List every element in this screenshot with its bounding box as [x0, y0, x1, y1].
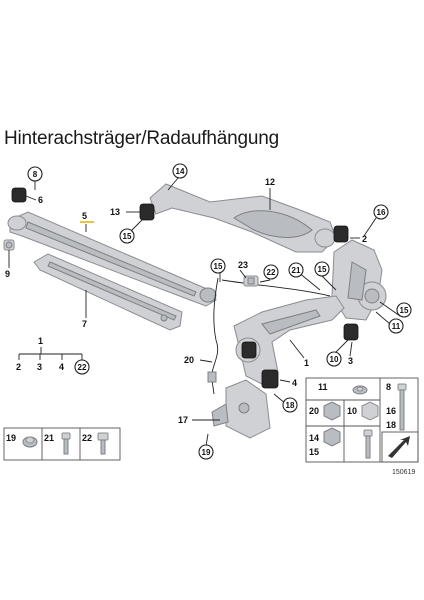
label-1: 1	[304, 358, 309, 368]
svg-text:18: 18	[286, 401, 295, 410]
svg-text:15: 15	[123, 232, 132, 241]
bushing-wishbone	[241, 341, 257, 359]
clip-23	[243, 275, 259, 287]
circled-label-18: 18	[282, 397, 298, 413]
label-6: 6	[38, 195, 43, 205]
circled-label-16: 16	[373, 204, 389, 220]
svg-text:8: 8	[386, 382, 391, 392]
lateral-link-5	[7, 211, 217, 307]
circled-label-11: 11	[388, 318, 404, 334]
bracket-17	[211, 379, 271, 439]
circled-label-15-a: 15	[119, 228, 135, 244]
wheel-carrier	[331, 239, 387, 321]
wishbone-1	[233, 295, 345, 385]
label-2: 2	[362, 234, 367, 244]
bushing-4	[261, 369, 279, 389]
svg-text:10: 10	[347, 406, 357, 416]
label-7: 7	[82, 319, 87, 329]
diagram-id: 150619	[392, 469, 415, 476]
circled-label-15-d: 15	[396, 302, 412, 318]
circled-label-22: 22	[263, 264, 279, 280]
circled-label-10: 10	[326, 351, 342, 367]
svg-text:4: 4	[59, 362, 64, 372]
label-3: 3	[348, 356, 353, 366]
svg-text:16: 16	[386, 406, 396, 416]
fastener-box-left: 19 21 22	[3, 427, 121, 461]
page-title: Hinterachsträger/Radaufhängung	[4, 128, 279, 149]
bushing-2	[333, 225, 349, 243]
label-13: 13	[110, 207, 120, 217]
leader-lines	[8, 177, 401, 447]
svg-text:16: 16	[377, 208, 386, 217]
svg-text:18: 18	[386, 420, 396, 430]
svg-text:21: 21	[292, 266, 301, 275]
bushing-3	[343, 323, 359, 341]
svg-text:19: 19	[202, 448, 211, 457]
circled-label-19: 19	[198, 444, 214, 460]
bushing-13	[139, 203, 155, 221]
circled-label-15-c: 15	[314, 261, 330, 277]
svg-text:10: 10	[330, 355, 339, 364]
svg-text:11: 11	[318, 382, 328, 392]
svg-text:3: 3	[37, 362, 42, 372]
label-5: 5	[82, 211, 87, 221]
circled-label-21: 21	[288, 262, 304, 278]
svg-text:14: 14	[176, 167, 185, 176]
svg-text:21: 21	[44, 433, 54, 443]
pin-9	[3, 239, 15, 251]
label-17: 17	[178, 415, 188, 425]
svg-text:15: 15	[214, 262, 223, 271]
svg-text:15: 15	[318, 265, 327, 274]
label-23: 23	[238, 260, 248, 270]
brake-line-20	[207, 277, 331, 395]
svg-text:22: 22	[78, 363, 87, 372]
direction-arrow	[381, 431, 419, 463]
circled-label-8: 8	[27, 166, 43, 182]
svg-text:14: 14	[309, 433, 319, 443]
fastener-box-right: 11 8 20 10 16 18 14 15	[305, 377, 419, 463]
control-arm-12	[149, 183, 337, 253]
svg-text:20: 20	[309, 406, 319, 416]
circled-label-14: 14	[172, 163, 188, 179]
svg-text:2: 2	[16, 362, 21, 372]
svg-text:11: 11	[392, 322, 401, 331]
assembly-tree: 1 2 3 4 22	[16, 336, 90, 375]
circled-label-15-b: 15	[210, 258, 226, 274]
label-4: 4	[292, 378, 297, 388]
label-20: 20	[184, 355, 194, 365]
svg-text:22: 22	[82, 433, 92, 443]
svg-text:8: 8	[33, 170, 38, 179]
svg-text:15: 15	[400, 306, 409, 315]
svg-text:19: 19	[6, 433, 16, 443]
label-12: 12	[265, 177, 275, 187]
svg-text:15: 15	[309, 447, 319, 457]
label-9: 9	[5, 269, 10, 279]
svg-text:1: 1	[38, 336, 43, 346]
svg-text:22: 22	[267, 268, 276, 277]
cover-plate-7	[33, 253, 183, 331]
bushing-6	[11, 187, 27, 203]
